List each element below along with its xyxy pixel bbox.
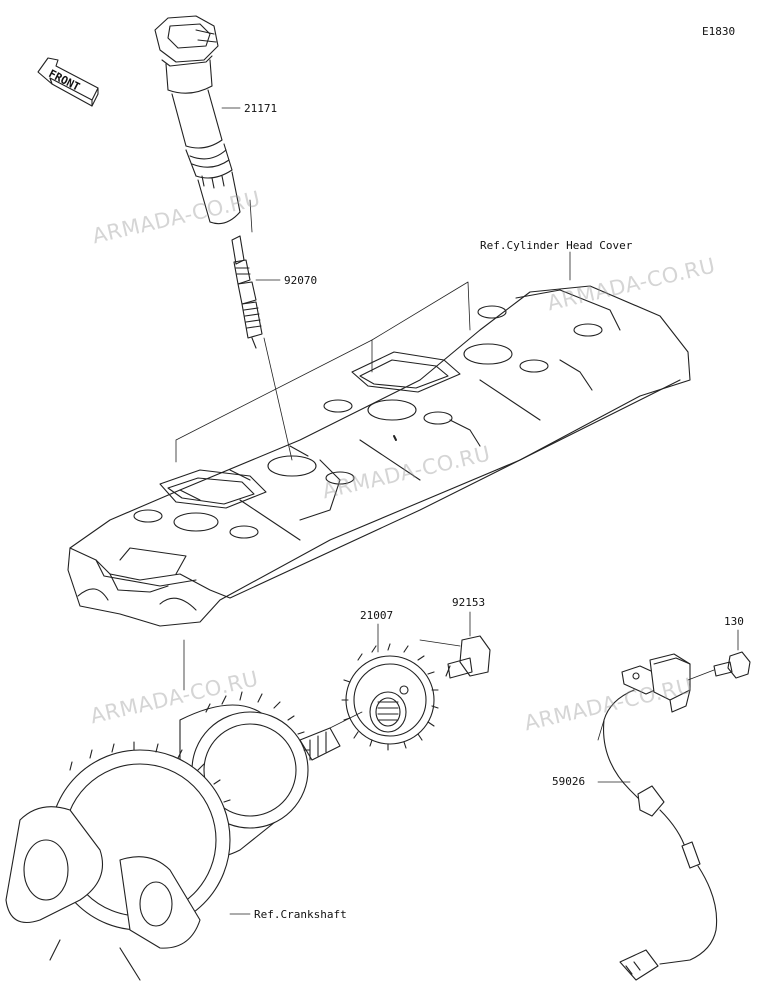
label-spark-plug: 92070 [284,274,318,287]
ignition-coil [154,15,241,225]
sensor-bolt [687,629,751,681]
label-rotor-bolt: 92153 [452,596,486,609]
rotor-bolt [419,635,491,679]
cylinder-head-cover [67,285,691,627]
label-crankshaft: Ref.Crankshaft [254,908,347,921]
label-sensor-bolt: 130 [724,615,744,628]
crank-position-sensor [597,653,718,981]
label-rotor: 21007 [360,609,394,622]
label-leaders [221,107,631,783]
label-crank-sensor: 59026 [552,775,586,788]
label-ignition-coil: 21171 [244,102,278,115]
timing-rotor [341,643,439,751]
spark-plug [231,235,263,349]
diagram-code: E1830 [702,25,736,38]
crankshaft [5,691,363,981]
front-arrow-icon [37,57,99,107]
label-cylinder-head-cover: Ref.Cylinder Head Cover [480,239,633,252]
assembly-lines [175,199,471,691]
